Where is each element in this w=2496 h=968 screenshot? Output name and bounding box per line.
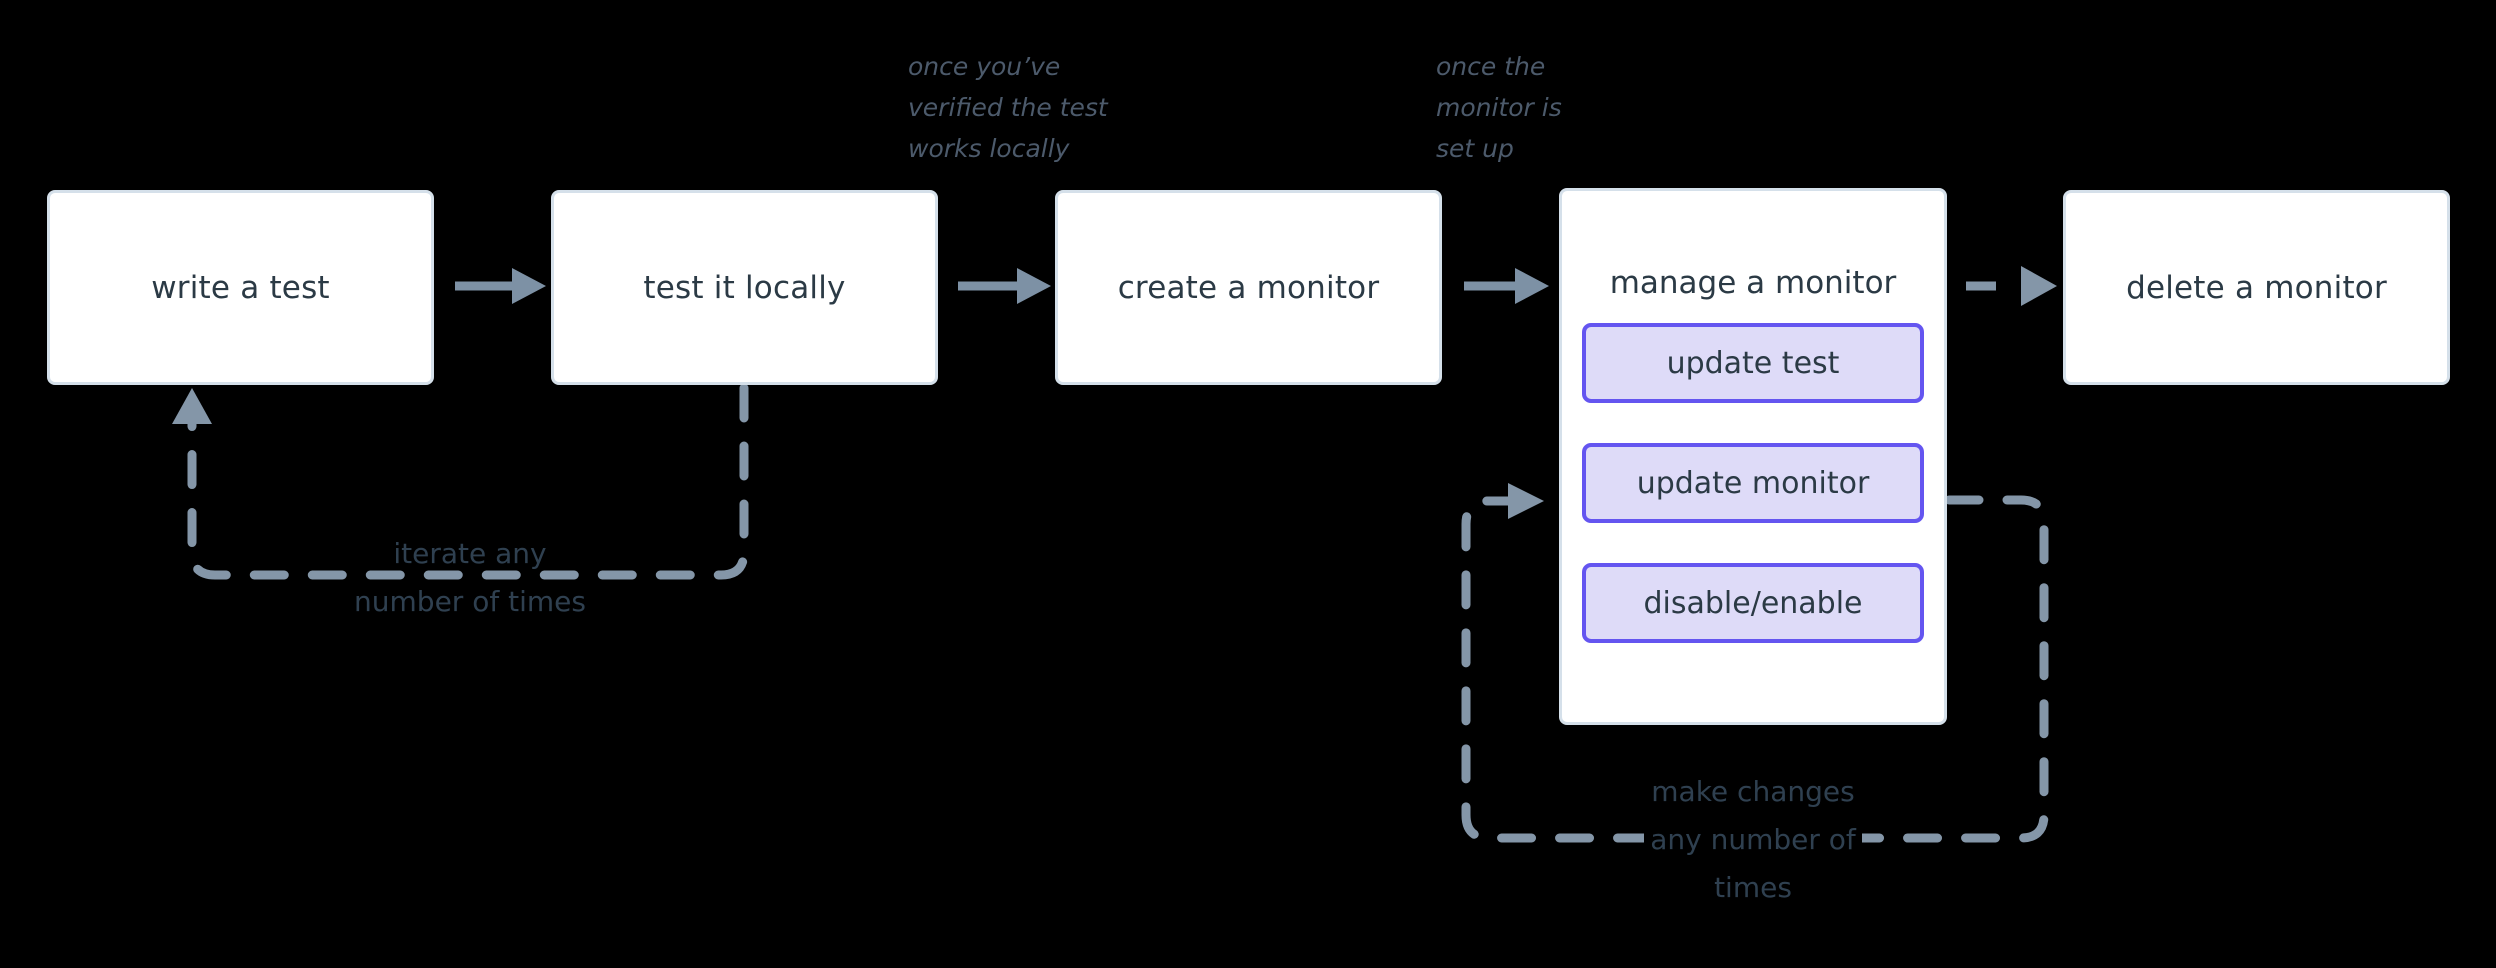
loop-label-make-changes-line2: any number of xyxy=(1644,816,1862,864)
note-once-monitor-set-up: once the monitor is set up xyxy=(1436,52,1562,163)
edge-write-to-test xyxy=(455,268,546,304)
node-delete-a-monitor[interactable]: delete a monitor xyxy=(2063,190,2450,385)
subnode-update-test[interactable]: update test xyxy=(1582,323,1924,403)
subnode-update-monitor[interactable]: update monitor xyxy=(1582,443,1924,523)
node-write-a-test[interactable]: write a test xyxy=(47,190,434,385)
subnode-label-update-monitor: update monitor xyxy=(1636,465,1870,501)
edge-test-to-create xyxy=(958,268,1051,304)
note-once-verified: once you’ve verified the test works loca… xyxy=(908,52,1108,163)
edge-manage-to-delete xyxy=(1966,266,2057,306)
node-manage-a-monitor[interactable]: manage a monitor update test update moni… xyxy=(1559,188,1947,725)
loop-label-iterate-line2: number of times xyxy=(354,585,586,618)
node-label-write-a-test: write a test xyxy=(151,269,330,306)
node-label-test-it-locally: test it locally xyxy=(643,269,846,306)
subnode-disable-enable[interactable]: disable/enable xyxy=(1582,563,1924,643)
loop-label-make-changes-line1: make changes xyxy=(1651,775,1855,808)
subnode-label-disable-enable: disable/enable xyxy=(1643,585,1863,621)
loop-label-iterate-line1: iterate any xyxy=(393,537,547,570)
subnode-label-update-test: update test xyxy=(1666,345,1840,381)
node-label-manage-a-monitor: manage a monitor xyxy=(1609,265,1897,301)
node-label-create-a-monitor: create a monitor xyxy=(1117,269,1380,306)
node-test-it-locally[interactable]: test it locally xyxy=(551,190,938,385)
loop-label-make-changes: make changes any number of times xyxy=(1612,768,1894,912)
node-label-delete-a-monitor: delete a monitor xyxy=(2126,269,2387,306)
loop-label-make-changes-line3: times xyxy=(1714,871,1792,904)
edge-create-to-manage xyxy=(1464,268,1549,304)
loop-label-iterate: iterate any number of times xyxy=(330,530,610,626)
node-create-a-monitor[interactable]: create a monitor xyxy=(1055,190,1442,385)
